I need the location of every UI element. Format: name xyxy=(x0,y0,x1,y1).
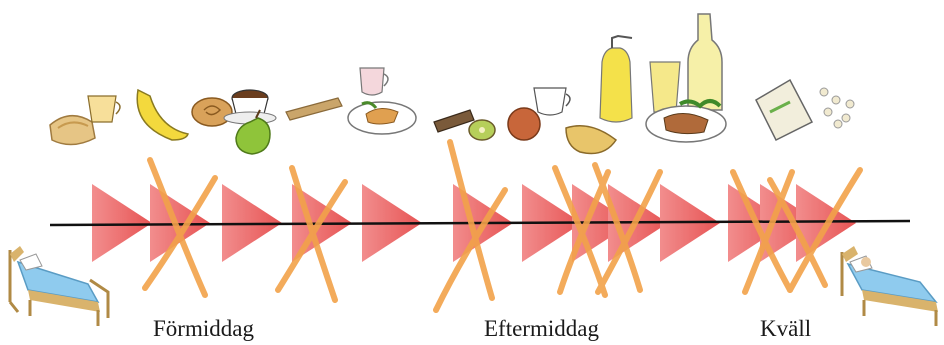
crispbread-icon xyxy=(285,97,343,121)
cross-out-icon xyxy=(433,139,508,313)
cross-marks xyxy=(142,139,863,313)
cinnamon-bun-icon xyxy=(191,97,233,127)
apple-icon xyxy=(507,107,541,141)
cross-out-icon xyxy=(275,165,348,303)
pasty-icon xyxy=(565,125,618,155)
play-arrow-icon xyxy=(760,184,820,262)
morning-label: Förmiddag xyxy=(153,316,254,341)
sandwich-icon xyxy=(49,115,96,146)
kiwi-icon xyxy=(468,119,496,141)
dinner-plate-icon xyxy=(645,99,727,143)
food-row xyxy=(49,13,855,155)
lunch-plate-icon xyxy=(347,67,417,135)
play-arrow-icon xyxy=(92,184,152,262)
cross-out-icon xyxy=(142,157,218,298)
wine-bottle-icon xyxy=(687,13,723,111)
juice-glass-icon xyxy=(649,61,681,113)
milk-cup-icon xyxy=(533,87,571,116)
afternoon-label: Eftermiddag xyxy=(484,316,599,341)
pear-icon xyxy=(235,109,271,155)
bed-icon xyxy=(840,246,938,326)
cross-out-icon xyxy=(767,167,863,293)
coffee-cup-icon xyxy=(87,95,121,123)
cross-out-icon xyxy=(730,169,795,295)
cross-out-icon xyxy=(592,162,663,295)
evening-label: Kväll xyxy=(760,316,812,341)
granola-bar-icon xyxy=(433,109,475,133)
banana-icon xyxy=(136,88,189,141)
coffee-cup-icon xyxy=(223,89,277,125)
juice-bottle-icon xyxy=(599,34,633,123)
bed-icon xyxy=(8,246,110,326)
snack-bag-icon xyxy=(755,78,855,142)
timeline xyxy=(49,219,911,227)
